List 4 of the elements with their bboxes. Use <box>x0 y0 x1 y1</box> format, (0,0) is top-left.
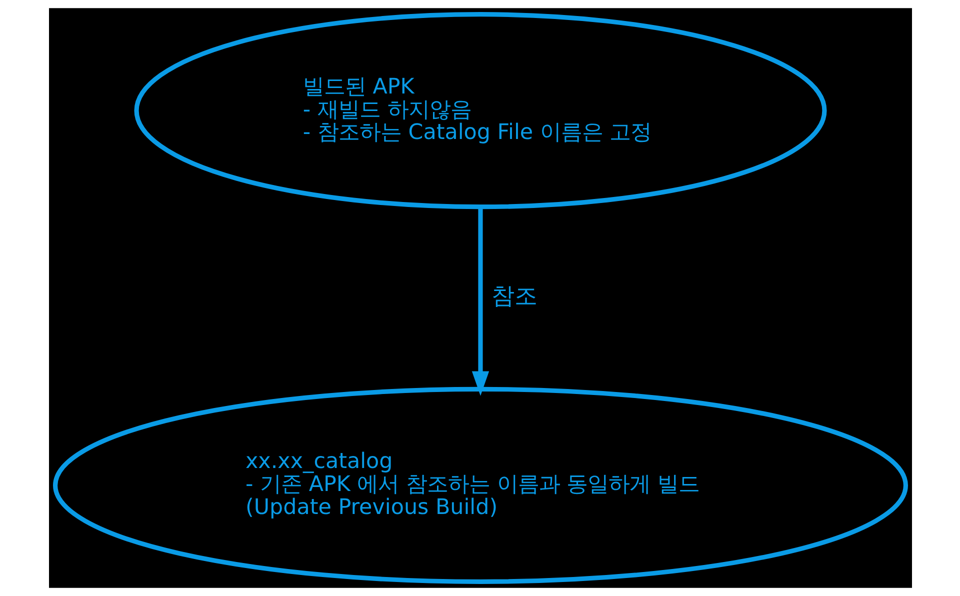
node-ellipse: 빌드된 APK - 재빌드 하지않음 - 참조하는 Catalog File 이름은 고정 <box>134 12 826 210</box>
edge-label: 참조 <box>491 283 538 310</box>
node-ellipse: xx.xx_catalog - 기존 APK 에서 참조하는 이름과 동일하게 빌드 (Update Previous Build) <box>52 386 908 584</box>
arrow <box>471 207 489 396</box>
